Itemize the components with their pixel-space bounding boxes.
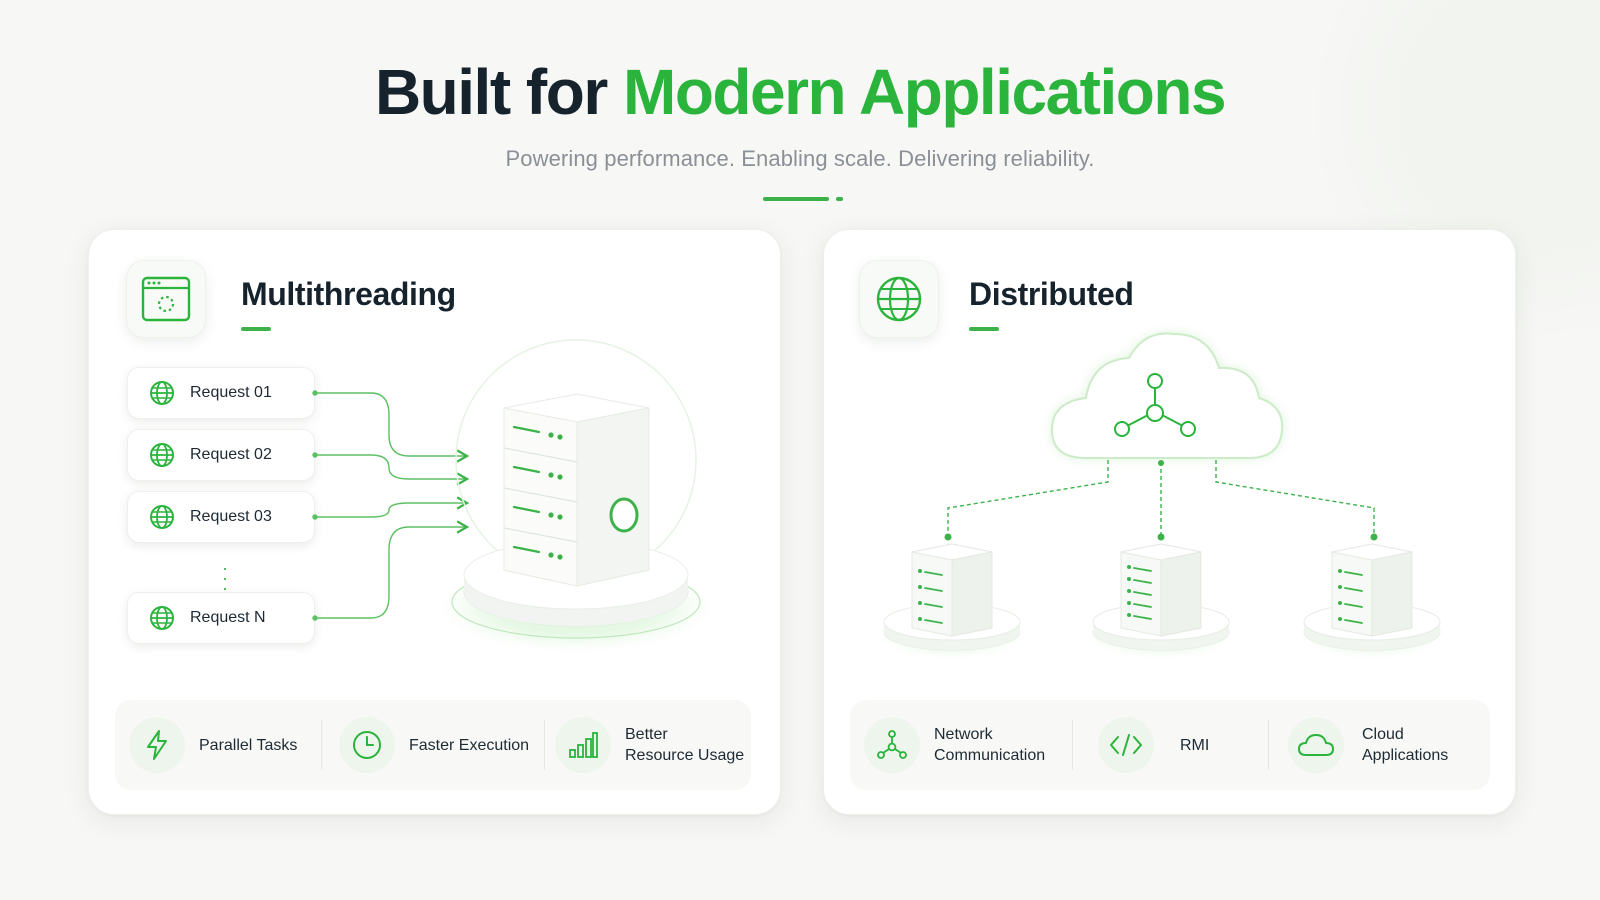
bar-chart-icon — [555, 717, 611, 773]
clock-icon — [339, 717, 395, 773]
feature-label: Faster Execution — [409, 736, 530, 754]
server-node — [1294, 543, 1450, 662]
request-card: Request 02 — [127, 429, 315, 481]
title-underline — [969, 327, 999, 331]
request-card: Request N — [127, 592, 315, 644]
globe-icon — [148, 379, 176, 407]
cloud-icon — [1050, 332, 1284, 459]
feature-label: Cloud Applications — [1362, 726, 1449, 764]
title-main: Built for — [374, 56, 624, 128]
ellipsis-vertical: ··· — [222, 558, 228, 598]
request-card: Request 03 — [127, 491, 315, 543]
distributed-diagram — [874, 332, 1450, 662]
feature-label: Parallel Tasks — [199, 736, 298, 754]
feature-separator — [544, 720, 545, 770]
network-nodes-icon — [1114, 373, 1196, 437]
feature-separator — [1268, 720, 1269, 770]
feature-item: RMI — [1098, 700, 1209, 790]
code-brackets-icon — [1098, 717, 1154, 773]
request-label: Request 03 — [190, 508, 272, 525]
page-subtitle: Powering performance. Enabling scale. De… — [505, 146, 1095, 171]
globe-icon — [148, 604, 176, 632]
multithreading-panel: Multithreading Request 01 Request 02 Req… — [88, 229, 781, 815]
feature-item: Better Resource Usage — [555, 700, 744, 790]
dashed-connectors — [947, 460, 1375, 535]
page-header: Built for Modern Applications Powering p… — [0, 52, 1600, 172]
multithreading-features: Parallel Tasks Faster Execution Better R… — [115, 700, 751, 790]
distributed-title: Distributed — [969, 276, 1134, 312]
request-label: Request N — [190, 609, 266, 626]
server-diagram — [312, 339, 726, 656]
feature-separator — [321, 720, 322, 770]
distributed-panel: Distributed — [823, 229, 1516, 815]
distributed-features: Network Communication RMI Cloud Applicat… — [850, 700, 1490, 790]
connector-lines — [312, 390, 470, 621]
feature-item: Network Communication — [864, 700, 1045, 790]
feature-item: Faster Execution — [339, 700, 529, 790]
request-label: Request 02 — [190, 446, 272, 463]
feature-label: RMI — [1180, 736, 1210, 754]
globe-icon — [859, 260, 939, 338]
cloud-icon — [1288, 717, 1344, 773]
feature-label: Better Resource Usage — [625, 726, 745, 764]
browser-window-loading-icon — [126, 260, 206, 338]
feature-separator — [1072, 720, 1073, 770]
feature-item: Cloud Applications — [1288, 700, 1448, 790]
network-nodes-icon — [864, 717, 920, 773]
globe-icon — [148, 503, 176, 531]
page-title: Built for Modern Applications — [0, 52, 1600, 132]
feature-item: Parallel Tasks — [129, 700, 297, 790]
server-stack-icon — [503, 393, 650, 587]
server-node — [874, 543, 1030, 662]
globe-icon — [148, 441, 176, 469]
request-card: Request 01 — [127, 367, 315, 419]
title-underline — [241, 327, 271, 331]
lightning-icon — [129, 717, 185, 773]
server-node — [1083, 543, 1239, 662]
feature-label: Network Communication — [934, 726, 1046, 764]
header-divider — [763, 197, 847, 203]
multithreading-title: Multithreading — [241, 276, 456, 312]
title-accent: Modern Applications — [623, 56, 1227, 128]
request-label: Request 01 — [190, 384, 272, 401]
